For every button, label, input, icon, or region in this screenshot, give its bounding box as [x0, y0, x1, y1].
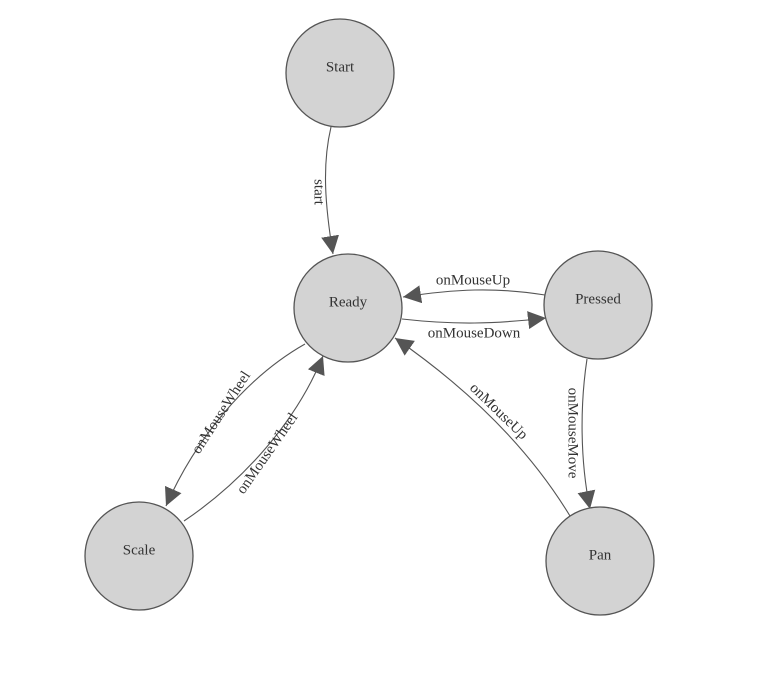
node-ready: Ready: [293, 253, 403, 363]
edge-pressed-pan-path: [577, 358, 596, 510]
edge-start-ready-label: start: [311, 179, 327, 206]
node-scale-label: Scale: [123, 542, 156, 558]
edge-pan-ready-label: onMouseUp: [466, 380, 530, 443]
node-pressed: Pressed: [543, 250, 653, 360]
edge-pan-ready-path: [394, 337, 571, 517]
edge-pan-ready: onMouseUp: [394, 337, 571, 517]
node-pan: Pan: [545, 506, 655, 616]
node-start: Start: [285, 18, 395, 128]
node-pan-label: Pan: [589, 547, 612, 563]
edge-pressed-ready-label: onMouseUp: [436, 272, 510, 288]
node-pan-circle: [545, 506, 655, 616]
edge-pressed-ready: onMouseUp: [402, 272, 546, 304]
edge-scale-ready-path: [183, 355, 325, 522]
node-ready-circle: [293, 253, 403, 363]
edge-ready-pressed-path: [401, 311, 547, 330]
edge-ready-scale-path: [165, 343, 306, 507]
edge-start-ready-path: [321, 126, 339, 255]
node-scale-circle: [84, 501, 194, 611]
node-scale: Scale: [84, 501, 194, 611]
edge-ready-pressed: onMouseDown: [401, 311, 547, 341]
node-pressed-circle: [543, 250, 653, 360]
edge-pressed-pan-label: onMouseMove: [565, 388, 581, 479]
edge-pressed-ready-path: [402, 285, 546, 304]
node-ready-label: Ready: [329, 294, 368, 310]
edge-start-ready: start: [311, 126, 339, 255]
node-start-circle: [285, 18, 395, 128]
edge-scale-ready-label: onMouseWheel: [234, 410, 302, 497]
edge-pressed-pan: onMouseMove: [565, 358, 596, 510]
edge-ready-scale-label: onMouseWheel: [189, 369, 254, 457]
node-start-label: Start: [326, 59, 355, 75]
node-pressed-label: Pressed: [575, 291, 621, 307]
edge-ready-pressed-label: onMouseDown: [428, 325, 521, 341]
